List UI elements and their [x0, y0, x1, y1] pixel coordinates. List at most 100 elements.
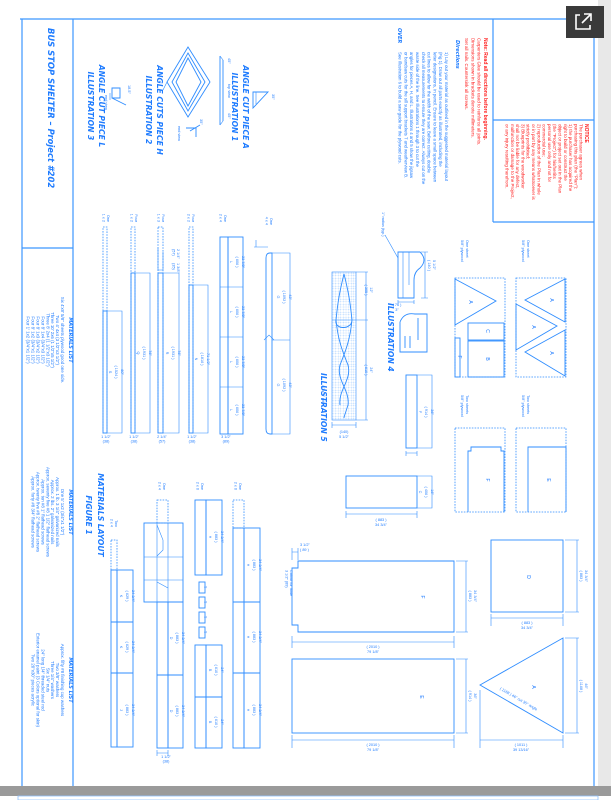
panel-dim-text: ( 883 ) [579, 571, 583, 583]
width-label-text: 1 1/2" [187, 435, 197, 439]
part-label: 43"( 1092 )G [276, 290, 292, 304]
note-text: Set all nails. Countersink all screws. [464, 38, 469, 110]
part-label-text: ( 610 ) [214, 665, 218, 677]
materials-list-text: Approx. twenty five #8 2" flathead screw… [36, 472, 41, 553]
width-label: 1 1/2"(38) [161, 755, 171, 764]
part-label-text: ( 1092 ) [282, 290, 286, 304]
width-label-text: (38) [131, 440, 138, 444]
note: Note: Read all directions before beginni… [464, 38, 488, 145]
part-label-text: 24" [220, 667, 224, 673]
sheet-label-text: One sheet [465, 240, 469, 258]
notch-label-text: (35) [172, 263, 176, 270]
sheet-piece-letter-text: F [456, 355, 462, 358]
part-label-text: S [108, 371, 112, 374]
part-label-text: L [229, 409, 233, 411]
panel-e [291, 658, 468, 748]
panel-dim-text: ( 883 ) [376, 518, 388, 522]
part-label-text: 34 3/4" [181, 705, 185, 718]
part-label: 16"( 406 )C [418, 487, 434, 499]
sheet-label-text: Two sheets [526, 395, 530, 414]
notice-text: right to build or construct the [563, 124, 568, 181]
panel-dim: 34 3/4"( 883 ) [579, 570, 588, 583]
materials-list-heading: MATERIALS LIST [67, 317, 73, 363]
panel-letter: F [419, 595, 425, 598]
part-label-text: ( 883 ) [252, 705, 256, 717]
sheet-piece-letter-text: A [530, 325, 536, 329]
panel-dim-text: 36" [473, 693, 477, 699]
part-label: 23 7/8"( 606 )L [229, 404, 245, 417]
part-label-text: ( 629 ) [125, 642, 129, 654]
part-label-text: L [229, 261, 233, 263]
part-label-text: 23 7/8" [241, 306, 245, 319]
panel-dim: ( 883 )34 3/4" [375, 518, 388, 527]
panel-dim-text: 46" [584, 683, 588, 689]
part-label-text: ( 1931 ) [171, 346, 175, 360]
part-label-text: L [229, 361, 233, 363]
part-label-text: 36" [430, 409, 434, 415]
directions-text: check all measurements to ensure they ar… [421, 52, 426, 185]
open-in-new-window-button[interactable] [566, 6, 604, 38]
materials-layout-title-text: FIGURE 1 [84, 495, 93, 534]
part-label-text: ( 610 ) [214, 717, 218, 729]
part-label-text: C [418, 491, 422, 494]
part-label-text: K [119, 646, 123, 649]
part-label-text: 71 1/2" [206, 353, 210, 366]
stock-label-text: 2 x 4 [219, 214, 223, 222]
part-label: 71 1/2"( 1816 )N [194, 352, 210, 366]
materials-list-text: Three 1/4" washers [50, 661, 55, 700]
note-text: Carpenters Glue should be used to reinfo… [477, 38, 482, 145]
part-label-text: 34 3/4" [258, 704, 262, 717]
materials-list-text: Four 8' 1x2 (3/4"x1 1/2") [31, 316, 36, 364]
materials-list-text: Approx. ten #8 1" flathead screws [40, 479, 45, 545]
illustration-5-title: ILLUSTRATION 5 [319, 373, 328, 442]
stock-label-text: 2 x 4 [158, 482, 162, 490]
piece-letter: T [203, 631, 207, 634]
stock-label-text: One [200, 483, 204, 490]
part-label-text: 23 7/8" [241, 256, 245, 269]
part-label: 34 3/4"( 883 )D [169, 632, 185, 645]
part-label-text: ( 883 ) [175, 633, 179, 645]
materials-list-text: Two 3/8" washers [55, 663, 60, 698]
stock-label-text: One [223, 215, 227, 222]
radius-label-text: 1" radius (typ.) [381, 212, 385, 237]
panel-dim-text: ( 1011 ) [515, 743, 529, 747]
angle-label-text: 18.5° [127, 85, 131, 94]
next-page [17, 795, 599, 800]
notice-text: or any injury resulting therefrom. [505, 124, 510, 189]
notice-text: shall not be liable for any defect, [515, 124, 520, 189]
notice-text: malfunction or damage to the Project, [510, 124, 515, 199]
ill5-dim-text: 5 1/2" [339, 435, 349, 439]
materials-list-text: Six 4'x8' 5/8" sheets plywood good one s… [60, 297, 65, 383]
ill4-dim-text: 3" [395, 308, 399, 312]
illustration-5-grid [331, 271, 368, 428]
width-label: 3 1/2"(89) [221, 435, 231, 444]
piece-letter-text: T [203, 631, 207, 634]
ill5-dim-text: ( 610 ) [364, 365, 368, 377]
materials-list: One 5' 1x2 (3/4"x1 1/2")Approx. 1 lb. 3 … [31, 467, 65, 558]
part-label-text: B [208, 721, 212, 724]
sheet-piece-letter: F [456, 355, 462, 358]
illustration-1-drawing [186, 55, 270, 137]
panel-dim-text: 34 3/4" [584, 570, 588, 583]
panel-dim-text: 79 1/8" [367, 650, 380, 654]
stock-label-text: 2 x 4 [110, 519, 114, 527]
illustration-3-drawing [109, 87, 127, 106]
materials-list-heading: MATERIALS LIST [67, 489, 73, 535]
width-label-text: 1 1/2" [101, 435, 111, 439]
cutout-label-text: 3 1/2" (89) [285, 570, 289, 588]
angle-label-text: 45° [227, 113, 231, 119]
illustration-3-title-text: ANGLE CUT PIECE L [97, 64, 106, 148]
materials-list-heading-text: MATERIALS LIST [67, 657, 73, 703]
materials-list-text: Approx. forty #8 3/4" flathead screws [31, 476, 36, 548]
notice-text: 3) Blueprints for the woodworker [520, 124, 525, 189]
sheet-label-text: Two sheets [465, 395, 469, 414]
ill4-dim-text: ( 76 ) [393, 303, 403, 307]
directions-text: 1) Lay out your material as outlined in … [444, 52, 449, 182]
part-label-text: H [246, 709, 250, 712]
stock-label-text: Four [161, 214, 165, 223]
